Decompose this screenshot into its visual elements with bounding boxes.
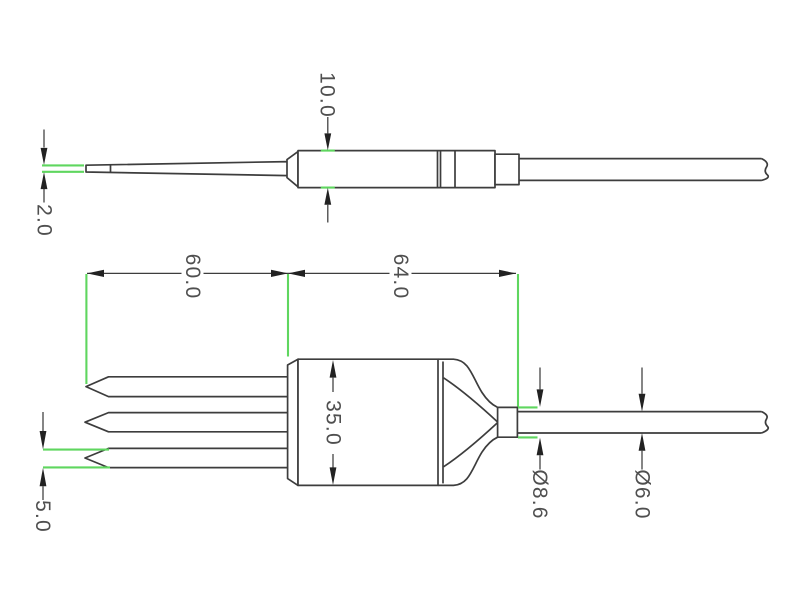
dim-prong-length-label: 60.0: [181, 254, 204, 300]
arrowhead-down-icon: [329, 467, 337, 485]
cable-gland-neck: [496, 406, 519, 439]
dim-label-mask: [181, 251, 204, 302]
arrowhead-up-icon: [329, 360, 337, 378]
front-cable: [517, 410, 762, 434]
gland-corner-highlight: [518, 406, 538, 439]
dim-front-body-diameter: 35.0: [322, 360, 345, 485]
dim-prong-length: 60.0: [181, 251, 204, 302]
arrowhead-down-icon: [536, 389, 544, 407]
arrowhead-down-icon: [638, 393, 646, 412]
side-cable-break-icon: [761, 157, 770, 182]
arrowhead-up-icon: [638, 433, 646, 451]
front-body: [297, 358, 439, 487]
arrowhead-up-icon: [324, 187, 332, 205]
arrowhead-right-icon: [271, 269, 288, 277]
funnel-outer-bottom: [438, 436, 498, 487]
funnel-outer-top: [438, 358, 498, 409]
funnel-inner-top: [443, 377, 499, 423]
dim-label-mask: [322, 392, 344, 454]
side-connector: [494, 153, 520, 186]
dim-label-mask: [389, 251, 412, 302]
dim-cable-diameter: Ø6.0: [631, 367, 654, 520]
side-body-cap: [286, 150, 299, 188]
arrowhead-left-icon: [87, 269, 104, 277]
side-body-contact-highlight: [320, 149, 335, 189]
side-needle-extension-highlight: [42, 164, 84, 173]
dim-side-body-diameter: 10.0: [316, 72, 339, 223]
arrowhead-left-icon: [288, 269, 305, 277]
dim-prong-thickness-label: 5.0: [31, 500, 54, 533]
dim-cable-diameter-label: Ø6.0: [631, 469, 654, 519]
dim-gland-diameter: Ø8.6: [528, 367, 551, 520]
side-body: [297, 149, 496, 189]
dim-prong-thickness: 5.0: [31, 412, 54, 533]
prong-top: [85, 375, 289, 398]
front-view: 60.0 64.0 5.0: [31, 251, 770, 533]
funnel-inner-bottom: [443, 421, 499, 468]
dim-body-length-label: 64.0: [389, 254, 412, 300]
arrowhead-down-icon: [39, 431, 47, 450]
side-cable: [519, 157, 762, 182]
prong-thickness-extension-highlight: [43, 448, 110, 469]
dim-gland-diameter-label: Ø8.6: [528, 469, 551, 519]
body-flange: [286, 358, 299, 487]
arrowhead-up-icon: [536, 437, 544, 456]
arrowhead-up-icon: [40, 172, 48, 190]
prong-bottom: [84, 447, 289, 469]
arrowhead-down-icon: [40, 147, 48, 165]
side-body-joint-lines: [436, 150, 456, 188]
side-needle-rod: [85, 160, 289, 177]
dim-side-body-diameter-label: 10.0: [316, 72, 339, 118]
arrowhead-down-icon: [324, 133, 332, 151]
side-view: 2.0 10.0: [33, 72, 770, 237]
dim-body-length: 64.0: [389, 251, 412, 302]
prong-middle: [84, 411, 289, 433]
dim-needle-thickness: 2.0: [33, 129, 56, 237]
arrowhead-up-icon: [39, 467, 47, 487]
arrowhead-right-icon: [499, 269, 516, 277]
front-cable-break-icon: [761, 410, 770, 434]
dim-needle-thickness-label: 2.0: [33, 204, 56, 237]
dim-front-body-diameter-label: 35.0: [322, 400, 345, 446]
